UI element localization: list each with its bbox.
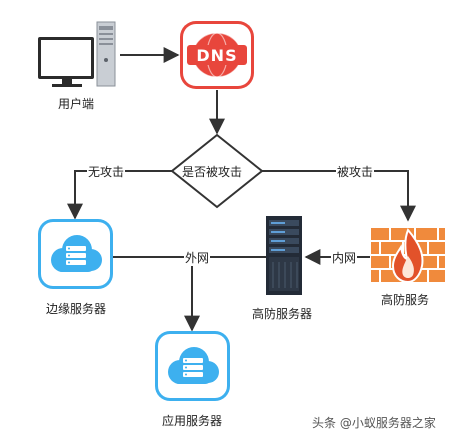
edge-label-intranet: 内网 bbox=[331, 249, 358, 266]
dns-globe-icon bbox=[180, 21, 254, 89]
decision-label: 是否被攻击 bbox=[182, 165, 243, 179]
edge-label-extranet: 外网 bbox=[184, 249, 211, 266]
connector-decision-to-edge bbox=[67, 170, 172, 220]
watermark: 头条 @小蚁服务器之家 bbox=[312, 416, 436, 430]
connectors bbox=[67, 47, 416, 332]
server-rack-icon bbox=[266, 216, 302, 295]
cloud-server-icon bbox=[38, 219, 113, 289]
edge-label-attacked: 被攻击 bbox=[336, 163, 375, 180]
user-label: 用户端 bbox=[58, 97, 95, 111]
ddos-server-label: 高防服务器 bbox=[252, 307, 313, 321]
app-server-label: 应用服务器 bbox=[162, 414, 223, 428]
edge-server-label: 边缘服务器 bbox=[46, 302, 107, 316]
firewall-label: 高防服务 bbox=[381, 293, 430, 307]
connector-decision-to-firewall bbox=[262, 170, 416, 222]
firewall-icon bbox=[371, 228, 445, 284]
decision-diamond bbox=[170, 133, 264, 209]
edge-label-no-attack: 无攻击 bbox=[87, 163, 126, 180]
dns-label: DNS bbox=[196, 46, 237, 65]
desktop-computer-icon bbox=[38, 21, 116, 87]
cloud-server-icon bbox=[155, 331, 230, 401]
